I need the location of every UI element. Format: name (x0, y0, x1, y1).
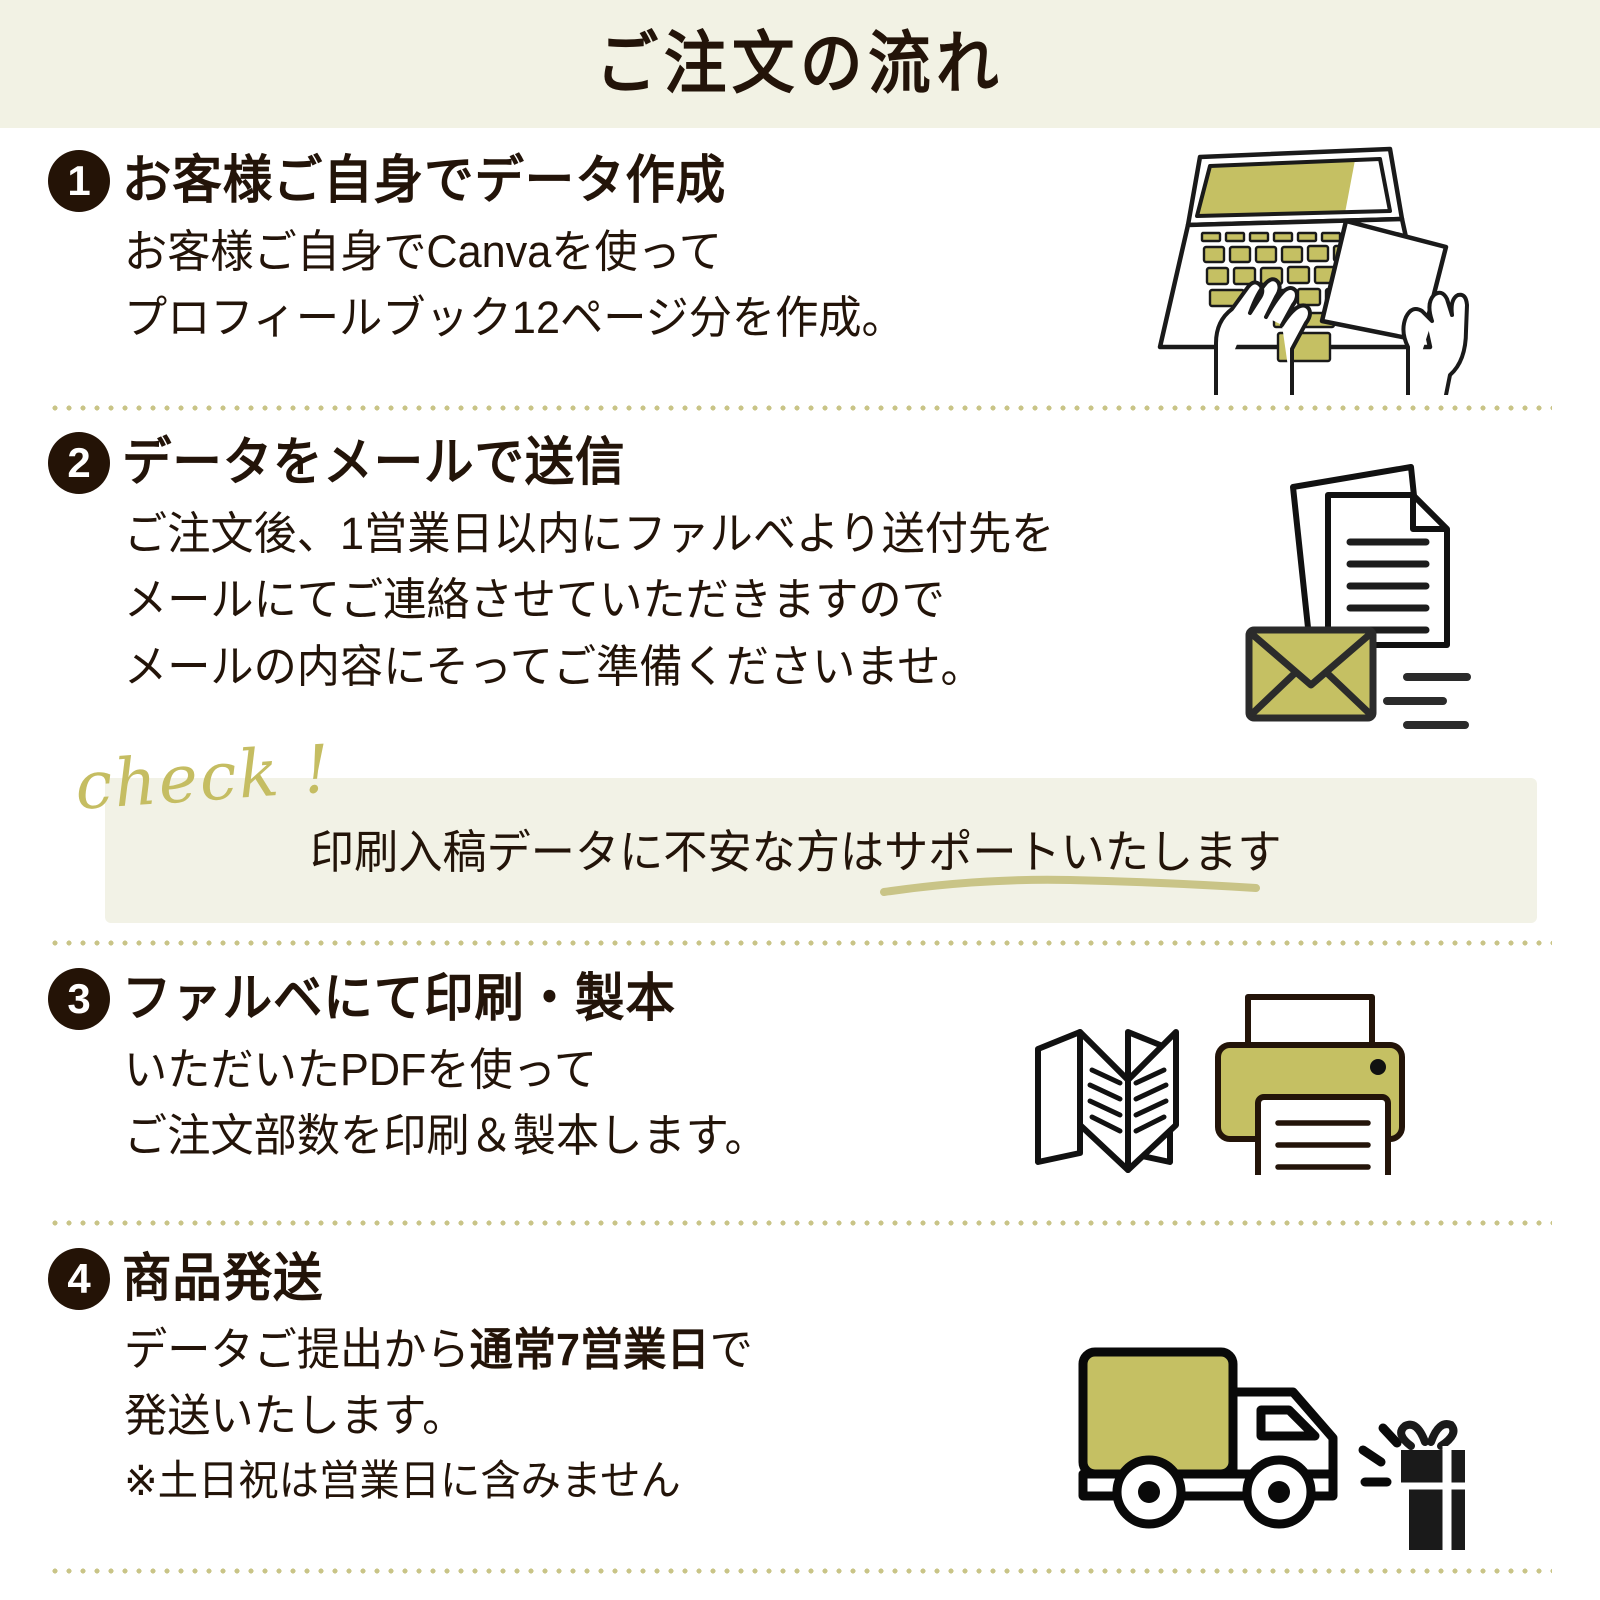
step-1-heading: 1 お客様ご自身でデータ作成 (48, 150, 1552, 212)
step-4-line-1-emphasis: 通常7営業日 (469, 1324, 710, 1375)
check-note-box (105, 778, 1537, 923)
step-2-body: ご注文後、1営業日以内にファルベより送付先を メールにてご連絡させていただきます… (124, 504, 1552, 697)
step-4-line-3-note: ※土日祝は営業日に含みません (124, 1456, 681, 1504)
step-4-line-1-post: で (709, 1324, 753, 1375)
check-underline-swash (880, 874, 1260, 896)
divider-2 (48, 940, 1552, 946)
step-1-number-badge: 1 (48, 150, 110, 212)
step-1: 1 お客様ご自身でデータ作成 お客様ご自身でCanvaを使って プロフィールブッ… (0, 150, 1600, 355)
envelope-documents-icon (1195, 445, 1480, 730)
step-1-line-1: お客様ご自身でCanvaを使って (124, 226, 722, 277)
step-2-line-2: メールにてご連絡させていただきますので (124, 574, 945, 626)
step-4-heading: 4 商品発送 (48, 1248, 1552, 1310)
check-note-text: 印刷入稿データに不安な方はサポートいたします (310, 826, 1282, 878)
step-2: 2 データをメールで送信 ご注文後、1営業日以内にファルベより送付先を メールに… (0, 432, 1600, 703)
step-4-line-1: データご提出から通常7営業日で (124, 1320, 1495, 1380)
page-title: ご注文の流れ (595, 26, 1005, 102)
check-note: check ! 印刷入稿データに不安な方はサポートいたします (0, 730, 1600, 938)
step-1-body: お客様ご自身でCanvaを使って プロフィールブック12ページ分を作成。 (124, 222, 1552, 349)
divider-1 (48, 405, 1552, 411)
divider-3 (48, 1220, 1552, 1226)
step-3-heading: 3 ファルベにて印刷・製本 (48, 968, 1552, 1030)
step-3-line-1: いただいたPDFを使って (124, 1044, 598, 1095)
step-4-body: データご提出から通常7営業日で 発送いたします。 ※土日祝は営業日に含みません (124, 1320, 1552, 1509)
delivery-truck-gift-icon (1065, 1310, 1493, 1560)
step-3-line-2: ご注文部数を印刷＆製本します。 (124, 1110, 768, 1162)
step-2-title: データをメールで送信 (122, 433, 626, 492)
step-2-line-1: ご注文後、1営業日以内にファルベより送付先を (124, 508, 1055, 559)
step-4-title: 商品発送 (122, 1249, 324, 1308)
step-2-heading: 2 データをメールで送信 (48, 432, 1552, 494)
step-3-body: いただいたPDFを使って ご注文部数を印刷＆製本します。 (124, 1040, 1552, 1167)
divider-4 (48, 1568, 1552, 1574)
step-4-line-1-pre: データご提出から (124, 1324, 470, 1375)
step-4-line-2: 発送いたします。 (124, 1390, 466, 1442)
step-3: 3 ファルベにて印刷・製本 いただいたPDFを使って ご注文部数を印刷＆製本しま… (0, 968, 1600, 1173)
step-3-number-badge: 3 (48, 968, 110, 1030)
book-printer-icon (1020, 985, 1460, 1192)
step-1-title: お客様ご自身でデータ作成 (122, 151, 727, 210)
laptop-typing-hands-icon (1140, 135, 1470, 397)
step-1-line-2: プロフィールブック12ページ分を作成。 (124, 292, 905, 344)
step-3-title: ファルベにて印刷・製本 (122, 969, 676, 1028)
step-2-line-3: メールの内容にそってご準備くださいませ。 (124, 640, 984, 692)
step-4: 4 商品発送 データご提出から通常7営業日で 発送いたします。 ※土日祝は営業日… (0, 1248, 1600, 1515)
header-band: ご注文の流れ (0, 0, 1600, 128)
step-2-number-badge: 2 (48, 432, 110, 494)
step-4-number-badge: 4 (48, 1248, 110, 1310)
